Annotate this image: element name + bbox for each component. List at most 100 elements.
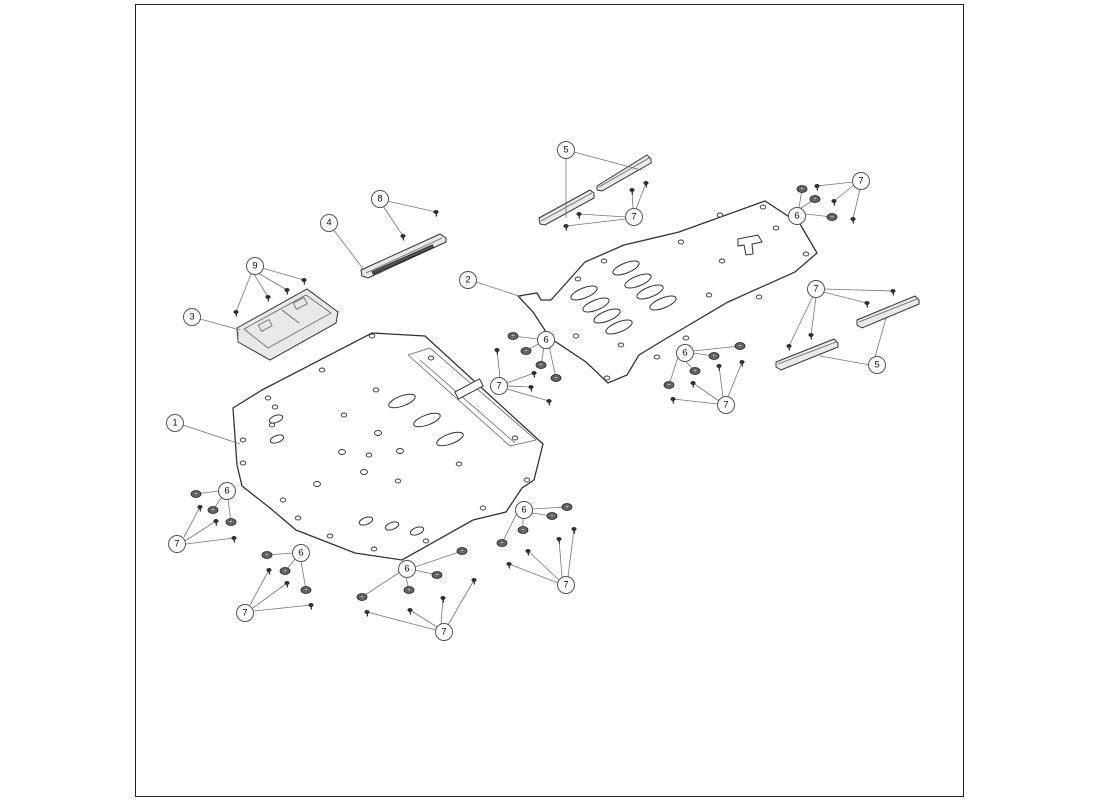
bolt-icon <box>890 289 896 296</box>
callout-5-right: 5 <box>868 356 886 374</box>
bolt-icon <box>265 295 271 302</box>
bolt-icon <box>407 608 413 615</box>
nut-icon <box>708 352 720 360</box>
bolt-icon <box>643 181 649 188</box>
bolt-icon <box>284 581 290 588</box>
callout-7-right: 7 <box>807 280 825 298</box>
bolt-icon <box>531 371 537 378</box>
callout-6-center-right: 6 <box>676 344 694 362</box>
bolt-icon <box>308 603 314 610</box>
callout-6-bottom-left: 6 <box>292 544 310 562</box>
bolt-icon <box>814 184 820 191</box>
callout-7-top-label: 7 <box>631 212 636 223</box>
bolt-icon <box>440 596 446 603</box>
skid-plate-rear <box>516 200 818 384</box>
callout-4: 4 <box>320 214 338 232</box>
nut-icon <box>809 195 821 203</box>
nut-icon <box>689 367 701 375</box>
bolt-icon <box>525 549 531 556</box>
callout-6-center-right-label: 6 <box>682 348 687 359</box>
callout-6-bottom-right-label: 6 <box>521 505 526 516</box>
callout-9: 9 <box>246 257 264 275</box>
callout-5-top: 5 <box>557 141 575 159</box>
nut-icon <box>456 547 468 555</box>
callout-1-label: 1 <box>172 418 177 429</box>
callout-2-label: 2 <box>465 275 470 286</box>
nut-icon <box>550 374 562 382</box>
bracket-box <box>236 288 339 361</box>
bolt-icon <box>864 301 870 308</box>
bolt-icon <box>301 278 307 285</box>
bolt-icon <box>546 399 552 406</box>
bolt-icon <box>471 578 477 585</box>
bracket-5-upper-left <box>538 189 595 226</box>
bolt-icon <box>850 217 856 224</box>
callout-7-bottom-left-label: 7 <box>242 608 247 619</box>
nut-icon <box>796 185 808 193</box>
nut-icon <box>225 518 237 526</box>
bracket-5-lower-right <box>856 295 920 329</box>
callout-7-left: 7 <box>168 535 186 553</box>
callout-8-label: 8 <box>377 194 382 205</box>
bolt-icon <box>197 505 203 512</box>
bolt-icon <box>739 360 745 367</box>
callout-7-top-right-label: 7 <box>858 176 863 187</box>
nut-icon <box>279 567 291 575</box>
callout-7-center: 7 <box>490 377 508 395</box>
nut-icon <box>520 347 532 355</box>
bolt-icon <box>528 385 534 392</box>
callout-7-center-right: 7 <box>717 396 735 414</box>
nut-icon <box>207 506 219 514</box>
nut-icon <box>546 512 558 520</box>
callout-6-bottom-right: 6 <box>515 501 533 519</box>
callout-6-center-label: 6 <box>543 335 548 346</box>
bracket-5-upper-right <box>596 154 652 192</box>
callout-7-left-label: 7 <box>174 539 179 550</box>
bolt-icon <box>576 212 582 219</box>
callout-7-top: 7 <box>625 208 643 226</box>
callout-6-left: 6 <box>218 482 236 500</box>
skid-plate-front <box>232 332 544 561</box>
callout-4-label: 4 <box>326 218 331 229</box>
callout-7-bottom-right-label: 7 <box>563 580 568 591</box>
rail-strip <box>360 233 447 279</box>
callout-6-top-right: 6 <box>788 207 806 225</box>
bolt-icon <box>233 310 239 317</box>
callout-1: 1 <box>166 414 184 432</box>
callout-6-left-label: 6 <box>224 486 229 497</box>
nut-icon <box>734 342 746 350</box>
bolt-icon <box>506 562 512 569</box>
nut-icon <box>356 593 368 601</box>
bolt-icon <box>433 210 439 217</box>
bolt-icon <box>364 610 370 617</box>
nut-icon <box>300 586 312 594</box>
callout-2: 2 <box>459 271 477 289</box>
bolt-icon <box>786 344 792 351</box>
nut-icon <box>403 586 415 594</box>
callout-7-top-right: 7 <box>852 172 870 190</box>
callout-7-bottom-right: 7 <box>557 576 575 594</box>
callout-7-center-right-label: 7 <box>723 400 728 411</box>
bolt-icon <box>556 537 562 544</box>
callout-6-top-right-label: 6 <box>794 211 799 222</box>
nut-icon <box>826 213 838 221</box>
bolt-icon <box>213 519 219 526</box>
bolt-icon <box>494 348 500 355</box>
nut-group <box>190 185 838 601</box>
bolt-icon <box>571 527 577 534</box>
callout-7-center-label: 7 <box>496 381 501 392</box>
callout-7-right-label: 7 <box>813 284 818 295</box>
bolt-icon <box>716 364 722 371</box>
nut-icon <box>517 526 529 534</box>
bolt-icon <box>690 381 696 388</box>
nut-icon <box>561 503 573 511</box>
bolt-icon <box>284 288 290 295</box>
callout-6-center: 6 <box>537 331 555 349</box>
callout-3: 3 <box>183 308 201 326</box>
callout-7-bottom-center: 7 <box>435 623 453 641</box>
nut-icon <box>496 539 508 547</box>
callout-5-top-label: 5 <box>563 145 568 156</box>
nut-icon <box>663 381 675 389</box>
bolt-icon <box>629 188 635 195</box>
nut-icon <box>535 361 547 369</box>
